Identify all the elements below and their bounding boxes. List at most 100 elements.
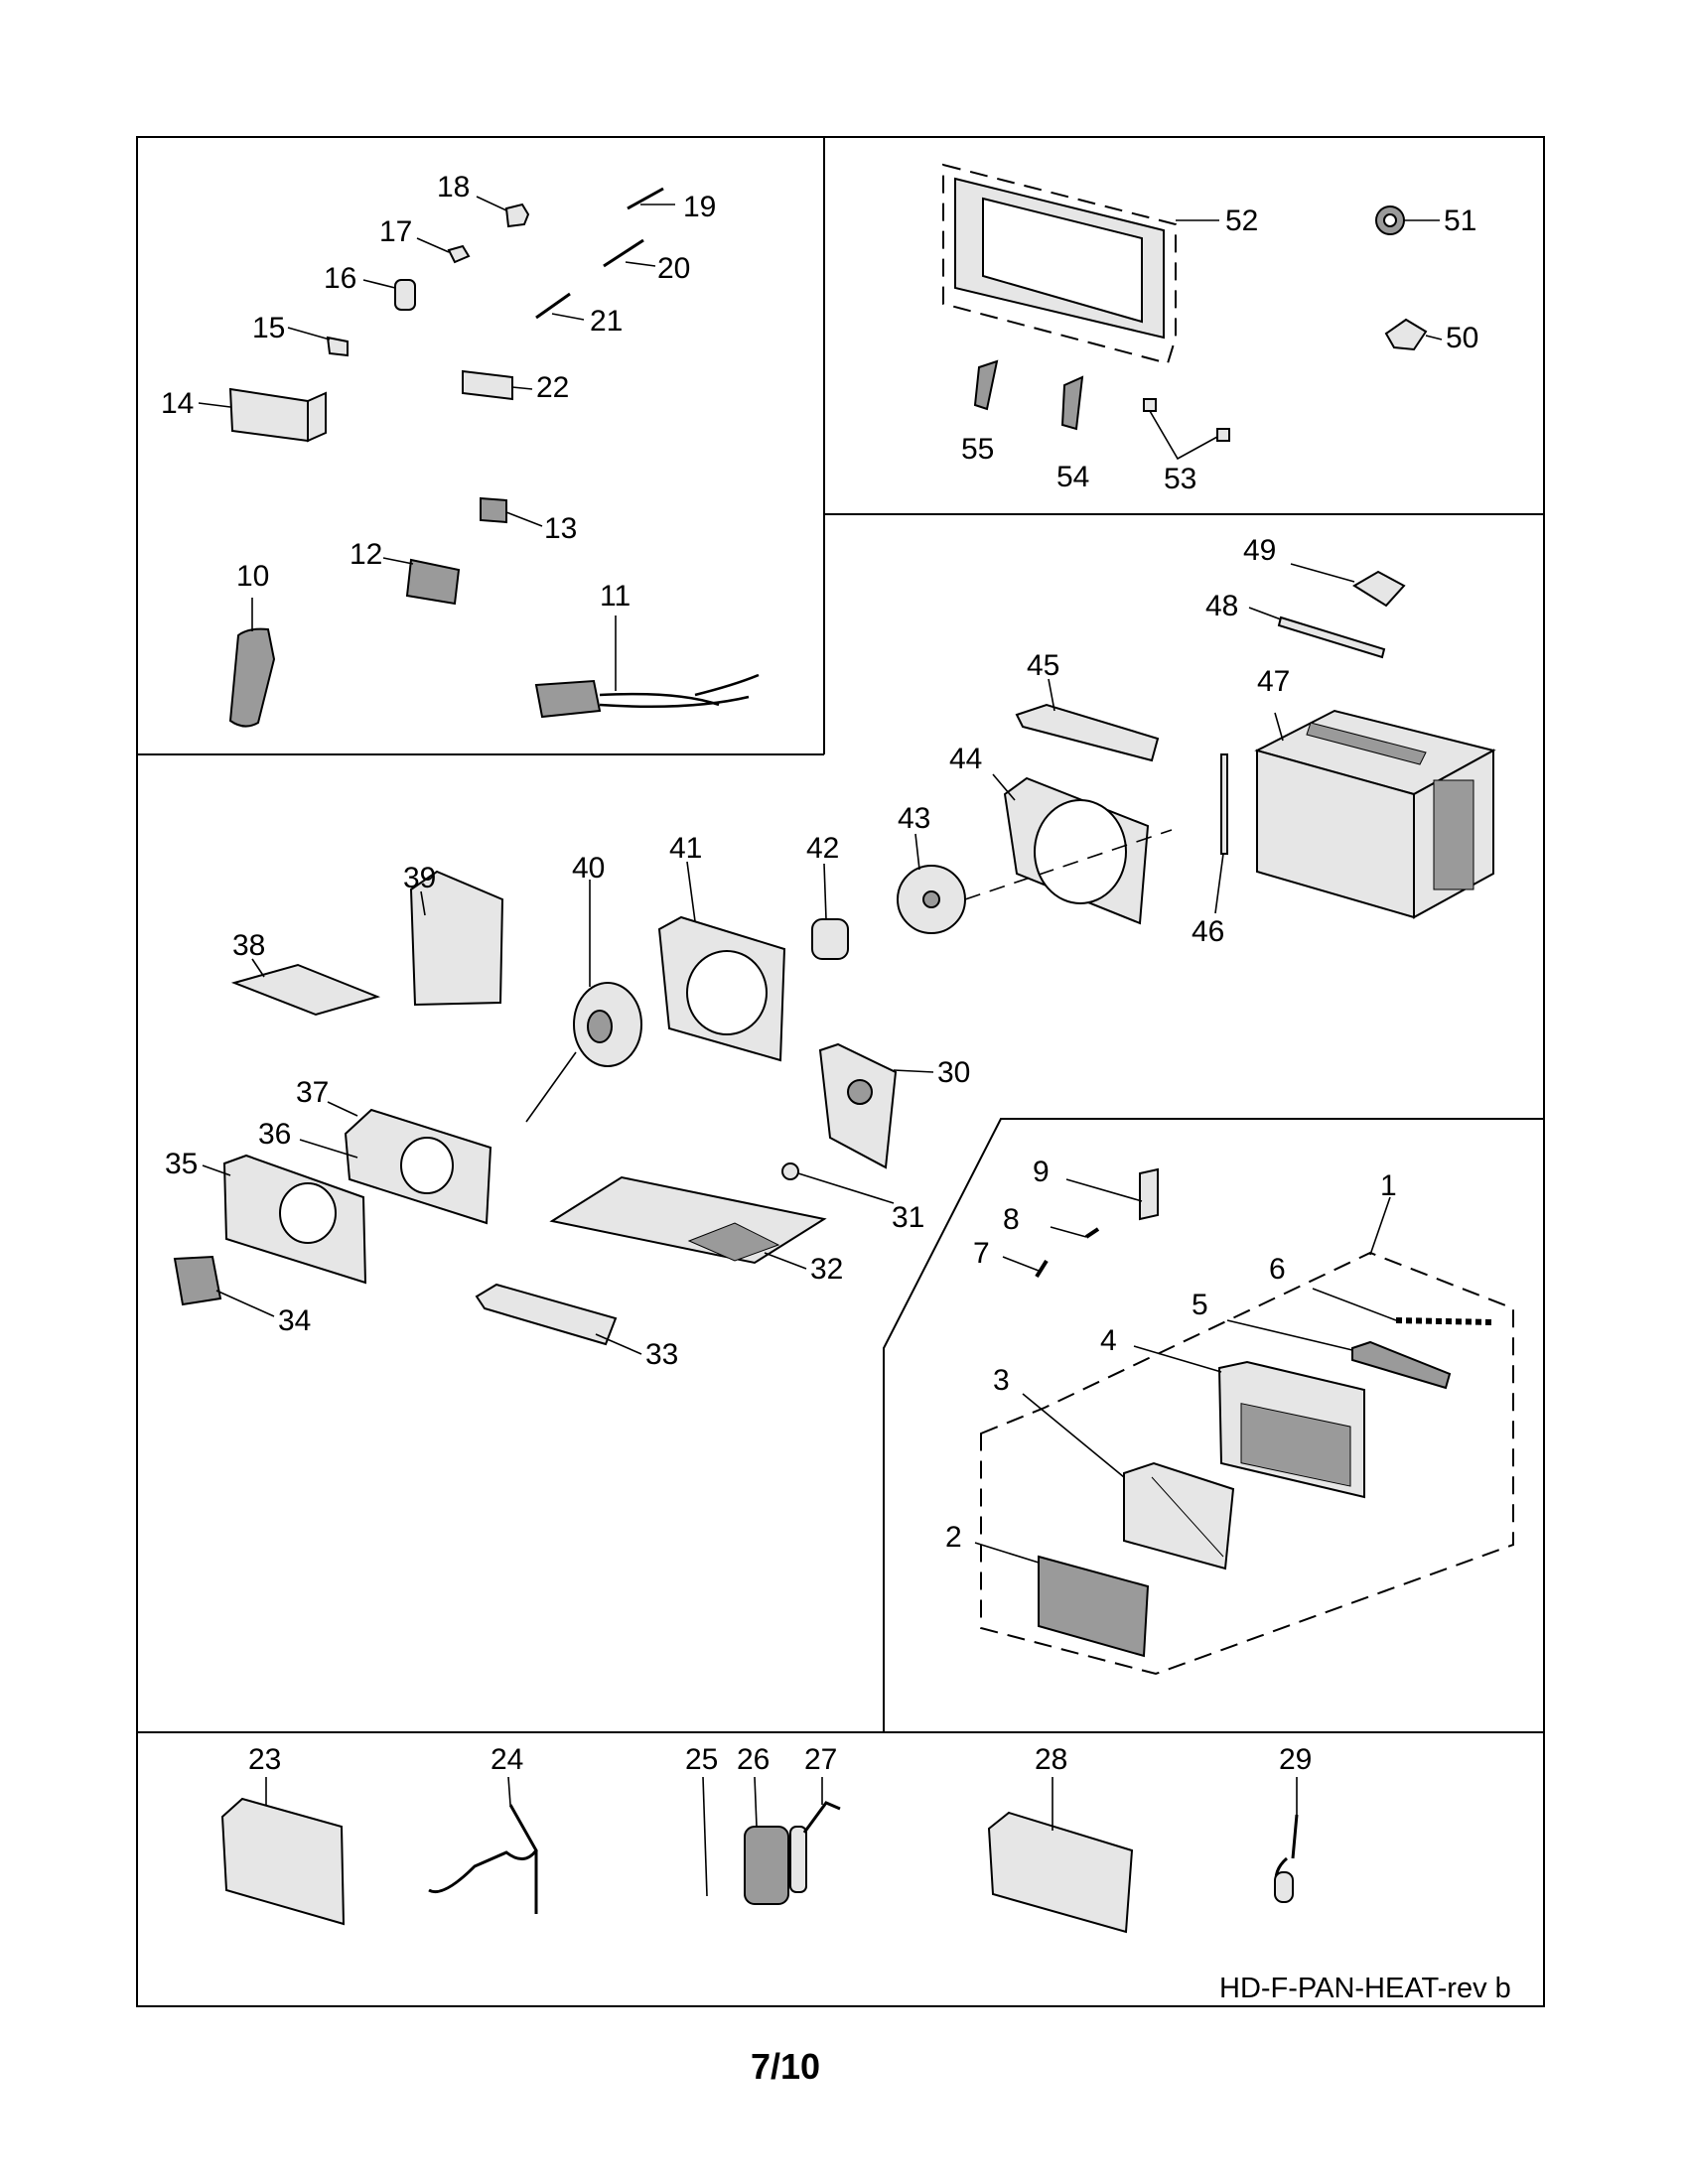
part-30-orifice-plate: [818, 1042, 898, 1169]
part-12-control-board: [405, 558, 461, 606]
part-1-front-panel-group-outline: [980, 1251, 1514, 1676]
part-3-air-filter: [1123, 1461, 1235, 1570]
callout-50: 50: [1446, 322, 1478, 354]
front-panel-section: 1 9 8 7 6 5 4 3 2: [945, 1156, 1514, 1676]
part-39-control-box: [409, 870, 504, 1007]
callout-23: 23: [248, 1743, 281, 1776]
drawing-code: HD-F-PAN-HEAT-rev b: [1219, 1973, 1511, 2004]
part-16-capacitor: [394, 279, 416, 311]
part-7-screw: [1035, 1259, 1049, 1279]
part-11-power-cord-plug: [534, 679, 602, 719]
callout-32: 32: [810, 1253, 843, 1286]
part-8-screw: [1084, 1227, 1100, 1239]
part-52-group-outline: [942, 163, 1177, 365]
callout-1: 1: [1380, 1169, 1397, 1202]
callout-12: 12: [350, 538, 382, 571]
part-31-drain-plug: [781, 1162, 799, 1180]
part-55-support-bracket: [973, 359, 999, 411]
part-49-mounting-rail-bracket: [1352, 570, 1406, 608]
accessories-section: 18 17 16 15 14 19 20 21 22: [161, 171, 760, 728]
callout-38: 38: [232, 929, 265, 962]
part-50-hardware-bag: [1384, 318, 1428, 351]
callout-24: 24: [491, 1743, 523, 1776]
callout-18: 18: [437, 171, 470, 204]
cabinet-section: 49 48 47 46 45 44 43 42: [165, 534, 1496, 1371]
part-22-display-board: [462, 369, 513, 401]
callout-27: 27: [804, 1743, 837, 1776]
callout-36: 36: [258, 1118, 291, 1151]
part-34-louver: [173, 1255, 222, 1306]
callout-40: 40: [572, 852, 605, 885]
part-48-top-rail: [1277, 615, 1386, 659]
part-26-compressor: [744, 1826, 789, 1905]
part-28-condenser: [987, 1811, 1134, 1934]
callout-30: 30: [937, 1056, 970, 1089]
callout-8: 8: [1003, 1203, 1020, 1236]
part-38-air-guide-plate: [230, 963, 381, 1017]
callout-6: 6: [1269, 1253, 1286, 1286]
callout-51: 51: [1444, 205, 1476, 237]
part-15-bracket: [326, 336, 349, 357]
part-46-side-seal: [1220, 753, 1228, 855]
frame: [136, 136, 1545, 2007]
callout-39: 39: [403, 862, 436, 894]
callout-20: 20: [657, 252, 690, 285]
callout-13: 13: [544, 512, 577, 545]
callout-2: 2: [945, 1521, 962, 1554]
part-17-clip: [447, 244, 471, 264]
callout-45: 45: [1027, 649, 1059, 682]
part-27-reversing-valve: [802, 1801, 841, 1834]
part-19-sensor: [627, 187, 664, 210]
part-6-louver-rod: [1395, 1317, 1494, 1325]
part-25-tubing: [702, 1776, 708, 1897]
callout-29: 29: [1279, 1743, 1312, 1776]
part-20-sensor: [603, 238, 644, 268]
page-number: 7/10: [751, 2046, 820, 2087]
front-panel-section-border: [883, 1118, 1544, 1732]
callout-26: 26: [737, 1743, 770, 1776]
callout-9: 9: [1033, 1156, 1050, 1188]
callout-34: 34: [278, 1304, 311, 1337]
callout-11: 11: [600, 580, 631, 613]
callout-46: 46: [1192, 915, 1224, 948]
part-32-base-pan: [549, 1175, 827, 1265]
callout-47: 47: [1257, 665, 1290, 698]
callout-54: 54: [1056, 461, 1089, 493]
callout-15: 15: [252, 312, 285, 344]
outer-border: [136, 136, 1545, 2007]
callout-43: 43: [898, 802, 930, 835]
part-23-evaporator: [220, 1797, 346, 1926]
part-42-fan-motor: [811, 918, 849, 960]
part-24-heater-element: [428, 1804, 538, 1914]
callout-10: 10: [236, 560, 269, 593]
callout-3: 3: [993, 1364, 1010, 1397]
curtain-kit-section: 52 51 50 55 54 53: [942, 163, 1478, 495]
callout-25: 25: [685, 1743, 718, 1776]
part-21-sensor: [535, 292, 571, 320]
callout-28: 28: [1035, 1743, 1067, 1776]
part-54-support-bracket: [1060, 375, 1084, 431]
callout-44: 44: [949, 743, 982, 775]
part-13-switch: [480, 496, 507, 524]
callout-31: 31: [892, 1201, 924, 1234]
callout-37: 37: [296, 1076, 329, 1109]
callout-33: 33: [645, 1338, 678, 1371]
sealed-system-section: 23 24 25 26 27 28 29: [220, 1743, 1312, 1934]
part-45-top-cover: [1015, 703, 1160, 762]
callout-53: 53: [1164, 463, 1196, 495]
callout-21: 21: [590, 305, 623, 338]
part-36-partition-seal: [299, 1139, 358, 1159]
callout-16: 16: [324, 262, 356, 295]
callout-7: 7: [973, 1237, 990, 1270]
callout-4: 4: [1100, 1324, 1117, 1357]
callout-14: 14: [161, 387, 194, 420]
callout-52: 52: [1225, 205, 1258, 237]
callout-22: 22: [536, 371, 569, 404]
part-5-louver: [1351, 1340, 1452, 1390]
callout-35: 35: [165, 1148, 198, 1180]
callout-17: 17: [379, 215, 412, 248]
callout-5: 5: [1192, 1289, 1208, 1321]
callout-19: 19: [683, 191, 716, 223]
part-2-heater-filter-grid: [1038, 1555, 1150, 1658]
part-10-remote-control: [228, 627, 276, 728]
